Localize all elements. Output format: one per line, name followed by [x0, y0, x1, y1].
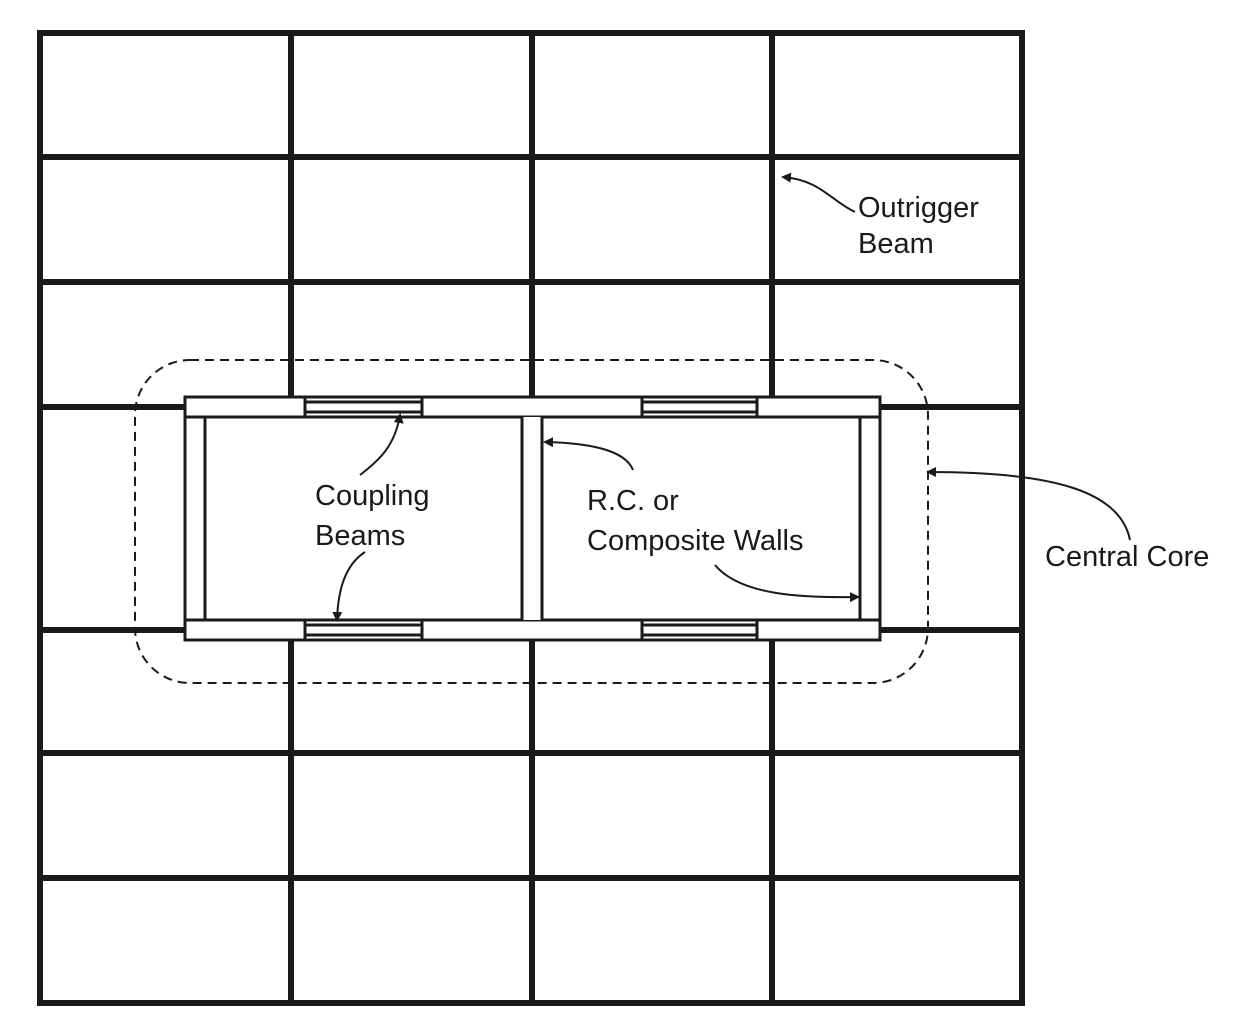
walls-label-2: Composite Walls: [587, 525, 803, 557]
wall-flange: [420, 618, 644, 642]
outrigger-arrow: [781, 172, 856, 213]
walls-label-1: R.C. or: [587, 485, 679, 517]
walls-arrow-top: [543, 437, 634, 471]
wall-flange: [755, 618, 882, 642]
core-walls: [183, 395, 882, 642]
wall-flange: [755, 395, 882, 419]
leader-arrows: [332, 172, 1131, 622]
central-core-label: Central Core: [1045, 541, 1209, 573]
labels: Outrigger Beam Coupling Beams R.C. or Co…: [315, 192, 1209, 573]
coupling-label-1: Coupling: [315, 480, 429, 512]
wall-flange: [183, 395, 307, 419]
core-arrow: [926, 467, 1131, 541]
wall-flange: [183, 618, 307, 642]
coupling-beam: [303, 400, 424, 414]
coupling-beam: [640, 623, 759, 637]
wall-web: [522, 417, 542, 620]
coupling-label-2: Beams: [315, 520, 405, 552]
central-core-boundary: [134, 359, 929, 684]
wall-flange: [420, 395, 644, 419]
coupling-beam: [640, 400, 759, 414]
outrigger-label-2: Beam: [858, 228, 934, 260]
coupling-arrow-bottom: [332, 551, 366, 622]
outrigger-label-1: Outrigger: [858, 192, 979, 224]
walls-arrow-bottom: [714, 564, 860, 603]
coupling-arrow-top: [359, 413, 404, 476]
core-inner-left: [203, 415, 524, 622]
coupling-beam: [303, 623, 424, 637]
core-inner-right: [540, 415, 862, 622]
